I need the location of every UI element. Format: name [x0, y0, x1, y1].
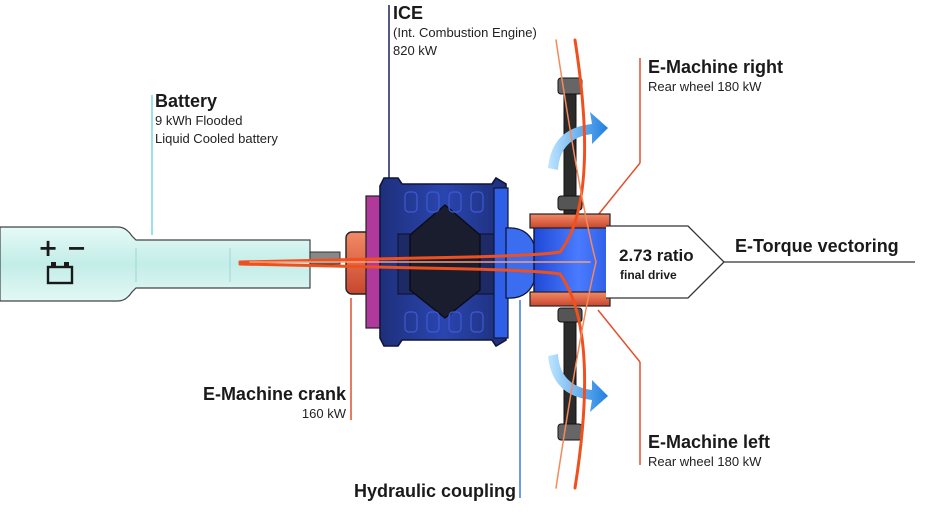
ice-line1: (Int. Combustion Engine)	[393, 25, 537, 40]
rotation-arrow-left	[548, 354, 608, 412]
emachine-left-line1: Rear wheel 180 kW	[648, 454, 762, 469]
emachine-right-line1: Rear wheel 180 kW	[648, 79, 762, 94]
hydraulic-title: Hydraulic coupling	[353, 481, 516, 501]
emachine-crank-line1: 160 kW	[301, 406, 346, 421]
torque-vectoring-title: E-Torque vectoring	[735, 236, 899, 256]
torque-vectoring-label: E-Torque vectoring	[735, 236, 899, 257]
emachine-right-title: E-Machine right	[648, 57, 784, 77]
engine-ridges	[404, 191, 484, 333]
battery-label: Battery 9 kWh Flooded Liquid Cooled batt…	[155, 91, 278, 148]
emachine-left-label: E-Machine left Rear wheel 180 kW	[648, 432, 770, 471]
emachine-right-leader-diag	[597, 162, 641, 216]
energy-flow-lines	[238, 38, 597, 490]
battery-line2: Liquid Cooled battery	[155, 131, 278, 146]
emachine-left-leader-diag	[597, 309, 641, 363]
ice-label: ICE (Int. Combustion Engine) 820 kW	[393, 3, 537, 60]
ratio-label: final drive	[620, 268, 677, 282]
rotation-arrow-right	[548, 112, 608, 170]
battery-icon	[46, 262, 74, 285]
emachine-right-label: E-Machine right Rear wheel 180 kW	[648, 57, 783, 96]
emachine-left-title: E-Machine left	[648, 432, 771, 452]
battery-title: Battery	[155, 91, 218, 111]
hydraulic-coupling	[505, 227, 537, 299]
ratio-value: 2.73 ratio	[619, 246, 694, 265]
battery-line1: 9 kWh Flooded	[155, 113, 243, 128]
hydraulic-label: Hydraulic coupling	[354, 481, 516, 502]
emachine-crank-label: E-Machine crank 160 kW	[203, 384, 346, 423]
battery-body	[0, 226, 311, 302]
emachine-right	[529, 213, 611, 229]
ice-line2: 820 kW	[393, 43, 438, 58]
emachine-crank-title: E-Machine crank	[202, 384, 346, 404]
battery-plus-minus-icon: + −	[38, 234, 87, 262]
ice-title: ICE	[393, 3, 424, 23]
rear-axle-housing	[533, 225, 609, 301]
